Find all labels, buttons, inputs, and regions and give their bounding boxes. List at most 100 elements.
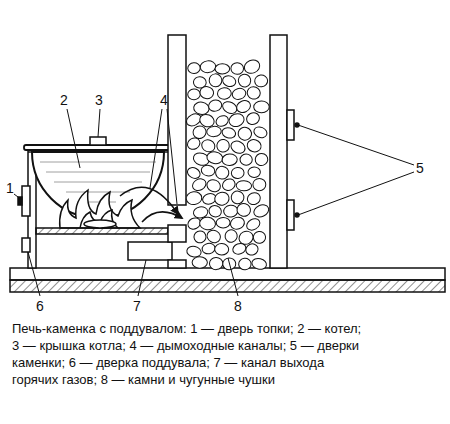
stone [205, 228, 223, 245]
stone [199, 216, 216, 230]
stone [200, 164, 215, 177]
water-line [46, 172, 150, 173]
callout-number: 8 [234, 298, 242, 314]
floor-hatch [10, 280, 445, 292]
leader-line [298, 125, 414, 165]
leader-line [150, 109, 162, 188]
stone [199, 86, 214, 100]
stone [185, 191, 202, 206]
stone [201, 242, 216, 255]
stone [231, 167, 245, 179]
stone [192, 257, 207, 269]
flame [80, 210, 118, 228]
stone [220, 177, 237, 193]
stone [238, 258, 251, 270]
stone [192, 229, 208, 245]
stone [186, 245, 202, 258]
stone [209, 257, 223, 270]
stone [251, 257, 268, 271]
water-line [54, 182, 142, 183]
stone [246, 138, 263, 154]
stone [217, 87, 231, 99]
stone [215, 64, 230, 74]
stone [236, 180, 252, 191]
stone [245, 217, 262, 233]
stone [187, 89, 200, 100]
stone [207, 204, 223, 219]
callout-number: 5 [416, 160, 424, 176]
water-line [40, 162, 156, 163]
stone [221, 74, 237, 88]
flue-arrow [120, 187, 178, 214]
chamber-door [287, 110, 294, 140]
stone [216, 217, 230, 228]
leader-line [298, 172, 414, 215]
leader-line [67, 109, 80, 168]
stones [184, 58, 270, 271]
callout-number: 7 [133, 298, 141, 314]
stone [209, 74, 222, 88]
stone [253, 231, 267, 244]
stone [186, 165, 202, 180]
callout-number: 6 [36, 298, 44, 314]
flame [60, 190, 140, 228]
stone [253, 152, 269, 168]
callout-number: 4 [160, 92, 168, 108]
stone [246, 191, 263, 207]
leader-line [98, 109, 100, 137]
stone [231, 242, 247, 256]
stone [205, 178, 222, 194]
callout-number: 2 [60, 92, 68, 108]
stone [223, 204, 238, 217]
chamber-door [287, 200, 294, 230]
stone [252, 125, 268, 140]
stone [216, 138, 230, 153]
stone [227, 111, 246, 128]
leader-line [138, 260, 146, 296]
chamber-wall [270, 35, 287, 268]
stone [229, 216, 246, 231]
stone [252, 202, 271, 219]
firebox-door [22, 186, 30, 216]
leader-line [228, 258, 238, 296]
chamber-wall [168, 35, 186, 205]
water-line [66, 192, 130, 193]
stone [231, 87, 247, 101]
gas-channel [128, 242, 172, 260]
leader-line [167, 109, 177, 204]
leader-line [28, 252, 40, 296]
water [40, 162, 156, 202]
stone [187, 62, 200, 73]
stone [186, 136, 202, 152]
chamber-wall [168, 225, 186, 242]
leaders [14, 109, 414, 296]
stone [236, 202, 252, 218]
stone [223, 228, 240, 245]
firewood [84, 220, 116, 228]
stone [215, 243, 229, 255]
stone [221, 126, 237, 139]
stone [254, 101, 270, 113]
stone [254, 74, 268, 87]
stone [215, 166, 229, 180]
stone [248, 167, 261, 178]
stone [235, 98, 253, 114]
callout-number: 3 [95, 92, 103, 108]
stone [230, 190, 244, 204]
grate [36, 228, 168, 234]
stone [213, 191, 230, 207]
stone [206, 151, 224, 165]
stone [206, 126, 221, 138]
stone [229, 139, 247, 156]
flue-arrow [142, 212, 182, 222]
callout-number: 1 [6, 180, 14, 196]
ash-door [22, 238, 30, 252]
lid-knob [90, 137, 106, 145]
stone [245, 85, 262, 101]
caption: Печь-каменка с поддувалом: 1 — дверь топ… [12, 320, 372, 388]
stone [200, 60, 217, 73]
stone [245, 111, 262, 127]
chamber-wall [168, 260, 186, 268]
stone [190, 177, 208, 193]
